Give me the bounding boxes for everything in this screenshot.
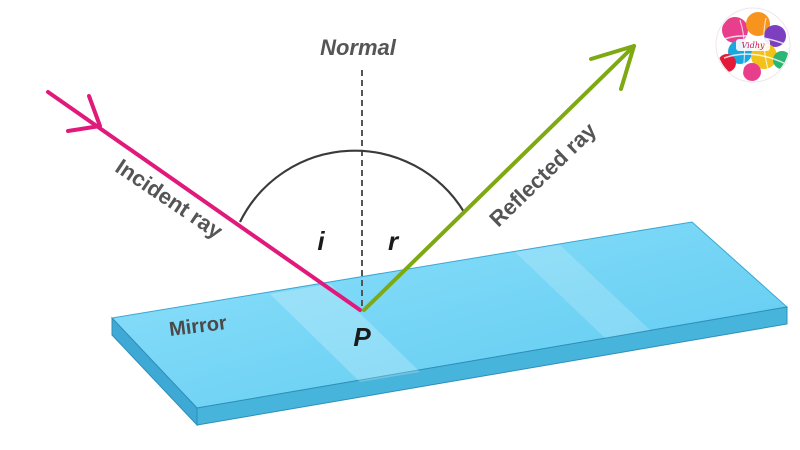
- angle-arc: [239, 149, 465, 223]
- angle-r-label: r: [388, 226, 400, 256]
- mirror-highlight: [515, 245, 650, 338]
- mirror-side-face: [111, 316, 198, 427]
- arrowhead-icon: [66, 94, 102, 133]
- colorful-yarn-logo-icon: Vidhy: [715, 7, 791, 83]
- mirror: [110, 221, 789, 427]
- angle-i-label: i: [317, 226, 325, 256]
- mirror-highlight: [270, 284, 420, 382]
- incident-ray-label: Incident ray: [111, 154, 228, 244]
- incident-ray: [46, 90, 362, 312]
- point-p-label: P: [353, 322, 371, 352]
- reflected-ray: [362, 44, 636, 312]
- arrowhead-icon: [589, 44, 636, 91]
- normal-label: Normal: [320, 35, 397, 60]
- logo-text: Vidhy: [742, 41, 765, 50]
